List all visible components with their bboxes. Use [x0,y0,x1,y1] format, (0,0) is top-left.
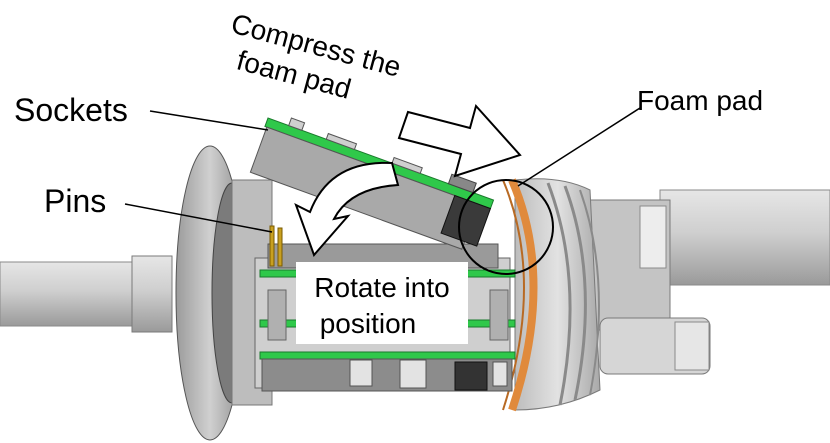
drum-housing [514,178,601,411]
pins-label: Pins [44,183,106,219]
sockets-leader-line [149,110,269,131]
socket-1 [288,117,306,131]
rotate-arrow [294,161,400,257]
foam-pad-leader-line [517,107,641,187]
pins [269,225,283,267]
highlight-circle [458,179,554,275]
pins-leader-line [124,203,273,233]
left-shaft [0,255,173,333]
compress-arrow [397,103,522,178]
rotate-label-line2: position [320,308,417,339]
rotate-label-box [296,262,468,344]
socket-2 [325,132,358,151]
pcb-board-bottom [259,351,516,360]
left-flange [175,145,273,441]
foam-pad-label: Foam pad [637,85,763,116]
sockets-label: Sockets [14,92,128,128]
foam-pad [508,178,538,412]
rotate-label-line1: Rotate into [314,272,449,303]
right-shaft [589,189,830,375]
socket-3 [391,156,423,175]
